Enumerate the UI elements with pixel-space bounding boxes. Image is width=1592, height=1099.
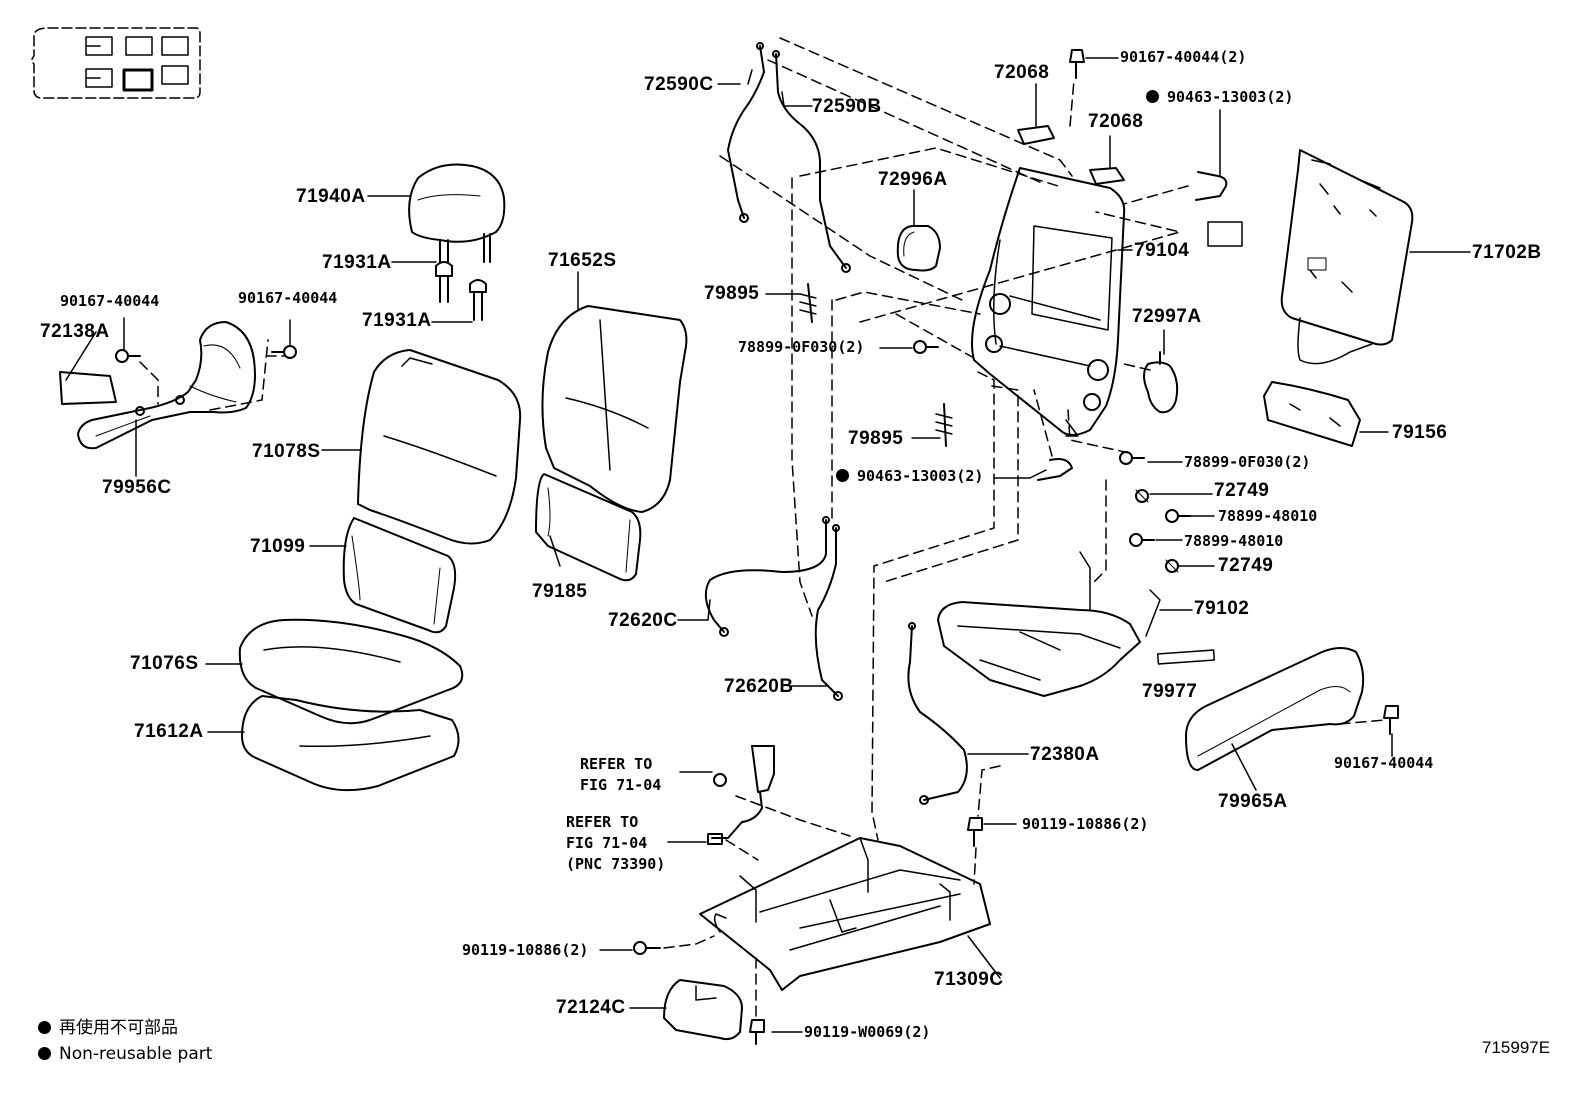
headrest-guides-71931A <box>435 261 487 321</box>
label-71076S: 71076S <box>130 653 199 674</box>
reference-note-2: REFER TO FIG 71-04 (PNC 73390) <box>566 813 666 873</box>
bolt-90119-W0069 <box>749 1019 765 1045</box>
cap-72068-right <box>1089 167 1125 185</box>
label-90119-W0069: 90119-W0069(2) <box>804 1023 931 1041</box>
label-72068-1: 72068 <box>994 62 1050 83</box>
bolt-90167-right <box>1383 705 1399 735</box>
label-72749-2: 72749 <box>1218 555 1274 576</box>
leader-lines <box>65 57 1471 1033</box>
seat-cushion-cover-71076S <box>238 618 464 725</box>
recliner-cover-79956C <box>59 321 256 450</box>
label-79156: 79156 <box>1392 422 1448 443</box>
label-72590C: 72590C <box>644 74 714 95</box>
label-79956C: 79956C <box>102 477 172 498</box>
seatback-cover-71078S <box>357 349 522 545</box>
label-78899-0F030-b: 78899-0F030(2) <box>1184 453 1311 471</box>
label-78899-48010-1: 78899-48010 <box>1218 507 1318 525</box>
cap-72997A <box>1143 351 1179 414</box>
label-79104: 79104 <box>1134 240 1190 261</box>
label-90167-40044-a: 90167-40044 <box>60 292 160 310</box>
label-71652S: 71652S <box>548 250 617 271</box>
bolt-78899-48010-b <box>1129 533 1155 547</box>
seatback-cover-71652S <box>541 305 688 513</box>
label-71612A: 71612A <box>134 721 204 742</box>
spring-79895-lower <box>935 403 953 447</box>
label-71099: 71099 <box>250 536 306 557</box>
label-71078S: 71078S <box>252 441 321 462</box>
label-72997A: 72997A <box>1132 306 1202 327</box>
seatback-frame-79104 <box>971 167 1126 437</box>
cover-72124C <box>663 979 743 1041</box>
spring-79895-upper <box>799 283 817 323</box>
seat-belt-buckle <box>707 745 775 845</box>
label-72996A: 72996A <box>878 169 948 190</box>
headrest-71940A <box>408 163 506 263</box>
label-78899-48010-2: 78899-48010 <box>1184 532 1284 550</box>
label-72138A: 72138A <box>40 321 110 342</box>
label-79977: 79977 <box>1142 681 1198 702</box>
bolt-90119-10886-a <box>967 817 983 847</box>
label-71931A-1: 71931A <box>322 252 392 273</box>
bolt-78899-0F030-b <box>1119 451 1145 465</box>
bolt-78899-48010-a <box>1165 509 1191 523</box>
seat-cushion-pad-71612A <box>241 695 460 792</box>
cable-72590B <box>772 50 851 273</box>
label-79895-2: 79895 <box>848 428 904 449</box>
bolt-90119-10886-b <box>633 941 661 955</box>
legend-japanese: 再使用不可部品 <box>38 1020 178 1037</box>
cover-72996A <box>896 225 941 272</box>
label-90463-13003-top: 90463-13003(2) <box>1146 90 1293 105</box>
label-72380A: 72380A <box>1030 744 1100 765</box>
cap-72068-left <box>1017 125 1055 145</box>
seat-layout-icon <box>31 27 201 99</box>
assembly-guides <box>139 37 1385 1019</box>
label-71702B: 71702B <box>1472 242 1542 263</box>
pad-small <box>1207 221 1243 247</box>
label-90119-10886-a: 90119-10886(2) <box>1022 815 1149 833</box>
label-90167-40044-top: 90167-40044(2) <box>1120 48 1247 66</box>
label-71931A-2: 71931A <box>362 310 432 331</box>
bolt-icons-left <box>115 345 297 363</box>
label-90463-13003-a: 90463-13003(2) <box>836 469 983 484</box>
pad-79977 <box>1156 649 1216 665</box>
label-79102: 79102 <box>1194 598 1250 619</box>
pad-79156 <box>1263 381 1361 447</box>
legend-non-reusable: Non-reusable part <box>38 1046 212 1063</box>
label-72068-2: 72068 <box>1088 111 1144 132</box>
seat-track-71309C <box>699 837 991 991</box>
cushion-frame-79102 <box>937 551 1161 697</box>
seatback-pad-79185 <box>535 473 642 582</box>
label-79185: 79185 <box>532 581 588 602</box>
label-72749-1: 72749 <box>1214 480 1270 501</box>
cable-72590C <box>727 42 765 223</box>
seatback-pad-71099 <box>342 517 457 634</box>
illustration-code: 715997E <box>1482 1038 1551 1057</box>
label-79895-1: 79895 <box>704 283 760 304</box>
label-72620C: 72620C <box>608 610 678 631</box>
side-shield-79965A <box>1185 647 1365 771</box>
bolt-90167-top <box>1069 49 1085 79</box>
label-72124C: 72124C <box>556 997 626 1018</box>
label-90167-40044-r: 90167-40044 <box>1334 754 1434 772</box>
label-79965A: 79965A <box>1218 791 1288 812</box>
label-72620B: 72620B <box>724 676 794 697</box>
label-90119-10886-b: 90119-10886(2) <box>462 941 589 959</box>
clip-90463-top <box>1195 171 1228 201</box>
back-board-71702B <box>1280 149 1414 365</box>
label-71309C: 71309C <box>934 969 1004 990</box>
cable-72620C <box>704 516 830 637</box>
reference-note-1: REFER TO FIG 71-04 <box>580 755 662 794</box>
cable-72380A <box>907 622 968 805</box>
nut-72749-b <box>1165 559 1179 573</box>
bolt-78899-0F030-a <box>913 340 939 354</box>
label-71940A: 71940A <box>296 186 366 207</box>
nut-72749-a <box>1135 489 1149 503</box>
label-72590B: 72590B <box>812 96 882 117</box>
clip-90463-lower <box>1037 458 1073 481</box>
cable-72620B <box>814 524 843 701</box>
label-90167-40044-b: 90167-40044 <box>238 289 338 307</box>
label-78899-0F030-a: 78899-0F030(2) <box>738 338 865 356</box>
